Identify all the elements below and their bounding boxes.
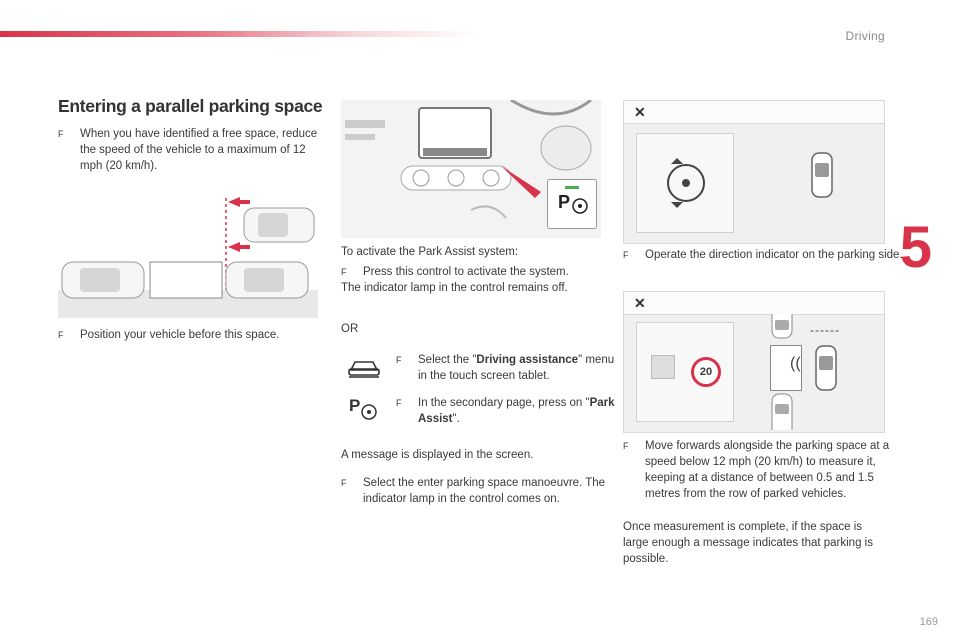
top-accent-bar bbox=[0, 31, 480, 37]
parking-space-frame bbox=[770, 345, 802, 391]
col2-bullet-secondary: F In the secondary page, press on "Park … bbox=[396, 395, 623, 427]
chapter-number: 5 bbox=[899, 215, 932, 280]
col3-bullet-1-text: Operate the direction indicator on the p… bbox=[645, 249, 903, 261]
screen-direction-indicator: ✕ bbox=[623, 100, 885, 244]
screen-toolbar: ✕ bbox=[624, 292, 884, 315]
parked-car-top-icon bbox=[771, 393, 793, 430]
dash-indicator: ------ bbox=[810, 323, 840, 337]
col2-intro: To activate the Park Assist system: bbox=[341, 246, 519, 258]
screen-measure-space: ✕ 20 (( ------ bbox=[623, 291, 885, 433]
bullet-mark: F bbox=[58, 330, 64, 340]
steering-wheel-icon bbox=[361, 404, 377, 420]
col2-bullet-enter-text: Select the enter parking space manoeuvre… bbox=[363, 477, 606, 505]
screen-toolbar: ✕ bbox=[624, 101, 884, 124]
bullet-mark: F bbox=[58, 129, 64, 139]
secondary-pre: In the secondary page, press on " bbox=[418, 397, 590, 409]
col1-bullet-2-text: Position your vehicle before this space. bbox=[80, 329, 280, 341]
col3-bullet-2: F Move forwards alongside the parking sp… bbox=[623, 438, 911, 502]
driving-assistance-label: Driving assistance bbox=[476, 354, 579, 366]
col2-bullet-select: F Select the "Driving assistance" menu i… bbox=[396, 352, 623, 384]
secondary-post: ". bbox=[452, 413, 460, 425]
park-assist-control-button[interactable]: P bbox=[547, 179, 597, 229]
dashboard-illustration: P bbox=[341, 100, 601, 238]
bullet-mark: F bbox=[341, 478, 347, 488]
steering-wheel-icon bbox=[667, 158, 705, 208]
car-icon bbox=[348, 361, 380, 378]
page-title: Entering a parallel parking space bbox=[58, 96, 323, 116]
section-label: Driving bbox=[845, 29, 885, 43]
col2-bullet-enter: F Select the enter parking space manoeuv… bbox=[341, 475, 625, 507]
bullet-mark: F bbox=[341, 267, 347, 277]
park-assist-icon-letter: P bbox=[349, 396, 361, 415]
close-icon[interactable]: ✕ bbox=[634, 295, 646, 311]
screen-speed-panel: 20 bbox=[636, 322, 734, 422]
col2-line-1: The indicator lamp in the control remain… bbox=[341, 282, 568, 294]
control-letter: P bbox=[558, 192, 571, 212]
bullet-mark: F bbox=[623, 441, 629, 451]
map-square bbox=[651, 355, 675, 379]
col3-bullet-2-text: Move forwards alongside the parking spac… bbox=[645, 440, 890, 500]
bullet-mark: F bbox=[623, 250, 629, 260]
col2-bullet-1-text: Press this control to activate the syste… bbox=[363, 266, 569, 278]
screen-steering-panel bbox=[636, 133, 734, 233]
col1-bullet-1: F When you have identified a free space,… bbox=[58, 126, 330, 174]
col1-bullet-1-text: When you have identified a free space, r… bbox=[80, 128, 318, 172]
page-number: 169 bbox=[919, 616, 938, 628]
or-label: OR bbox=[341, 323, 359, 335]
park-assist-icon: P bbox=[349, 396, 379, 422]
park-assist-label: Park Assist bbox=[418, 397, 615, 425]
bullet-mark: F bbox=[396, 355, 402, 365]
col3-bullet-1: F Operate the direction indicator on the… bbox=[623, 247, 905, 263]
steering-wheel-icon bbox=[572, 198, 588, 214]
car-top-view-icon bbox=[811, 152, 833, 198]
sensor-waves-icon: (( bbox=[790, 355, 801, 372]
parking-space-illustration bbox=[58, 194, 318, 318]
close-icon[interactable]: ✕ bbox=[634, 104, 646, 120]
select-pre: Select the " bbox=[418, 354, 477, 366]
car-top-view-icon bbox=[815, 345, 837, 391]
bullet-mark: F bbox=[396, 398, 402, 408]
speed-sign: 20 bbox=[691, 357, 721, 387]
indicator-lamp bbox=[565, 186, 579, 189]
col1-bullet-2: F Position your vehicle before this spac… bbox=[58, 327, 340, 343]
parked-car-top-icon bbox=[771, 314, 793, 339]
col2-message: A message is displayed in the screen. bbox=[341, 449, 534, 461]
col3-paragraph: Once measurement is complete, if the spa… bbox=[623, 521, 873, 565]
select-post: " menu in the touch screen tablet. bbox=[418, 354, 615, 382]
col2-bullet-1: F Press this control to activate the sys… bbox=[341, 264, 623, 280]
